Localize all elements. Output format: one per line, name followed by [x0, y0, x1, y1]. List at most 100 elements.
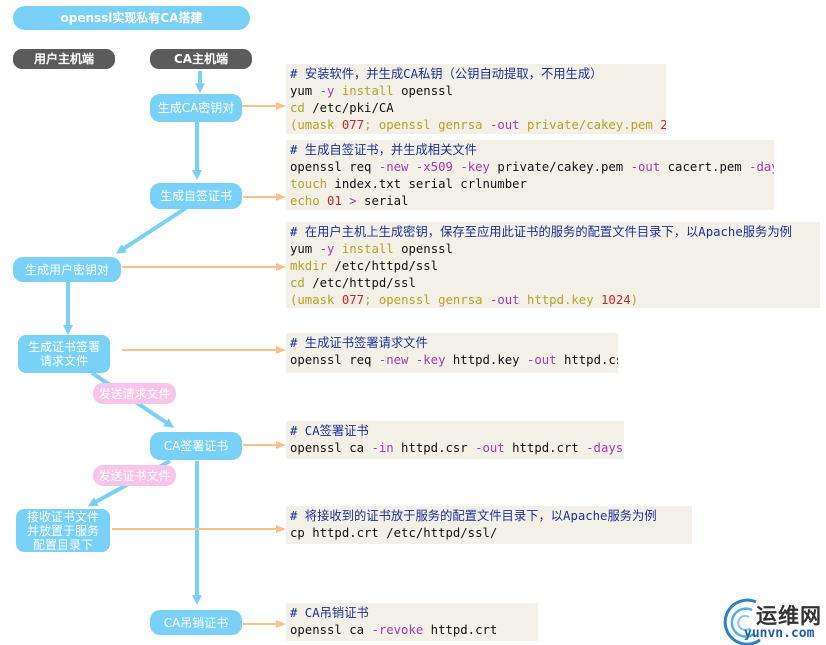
code-token: httpd.crt: [504, 441, 587, 455]
code-token: yum: [290, 84, 320, 98]
code-token: [371, 118, 378, 132]
node-ca-revoke: CA吊销证书: [150, 610, 242, 635]
code-token: cd: [290, 101, 305, 115]
code-token: [520, 293, 527, 307]
code-comment: # CA签署证书: [290, 424, 369, 438]
code-token: [334, 118, 341, 132]
code-token: private/cakey.pem: [526, 118, 653, 132]
code-token: -out: [489, 118, 520, 132]
code-token: -y: [319, 242, 335, 256]
code-token: umask: [297, 118, 335, 132]
code-token: -new: [378, 353, 409, 367]
code-token: install: [341, 242, 394, 256]
node-self-signed-cert: 生成自签证书: [150, 183, 242, 209]
code-token: (: [290, 293, 298, 307]
code-token: 1024: [601, 293, 631, 307]
page-title: openssl实现私有CA搭建: [13, 6, 250, 30]
code-comment: # CA吊销证书: [290, 606, 369, 620]
code-line: # 将接收到的证书放于服务的配置文件目录下，以Apache服务为例: [290, 508, 692, 525]
code-comment: # 将接收到的证书放于服务的配置文件目录下，以Apache服务为例: [290, 509, 657, 523]
code-token: -y: [319, 84, 335, 98]
code-token: index.txt serial crlnumber: [327, 177, 527, 191]
code-token: httpd.key: [445, 353, 527, 367]
code-line: echo 01 > serial: [290, 193, 774, 210]
code-line: yum -y install openssl: [290, 241, 820, 258]
code-token: cd: [290, 276, 305, 290]
code-token: [371, 293, 378, 307]
code-comment: # 在用户主机上生成密钥，保存至应用此证书的服务的配置文件目录下，以Apache…: [290, 225, 792, 239]
user-host-header: 用户主机端: [13, 49, 115, 69]
edge-label-send-request: 发送请求文件: [93, 383, 176, 404]
code-token: [483, 118, 490, 132]
arrow-self-signed-to-user-keypair: [115, 206, 188, 254]
code-token: install: [341, 84, 394, 98]
code-token: 2048: [660, 118, 666, 132]
code-token: /etc/pki/CA: [304, 101, 394, 115]
code-block-revoke: # CA吊销证书 openssl ca -revoke httpd.crt: [286, 603, 538, 641]
code-token: openssl genrsa: [378, 118, 483, 132]
code-line: # 生成自签证书，并生成相关文件: [290, 142, 774, 159]
code-block-install-ca-key: # 安装软件，并生成CA私钥（公钥自动提取，不用生成）yum -y instal…: [286, 64, 666, 134]
watermark-name: 运维网: [756, 604, 822, 628]
code-token: private/cakey.pem: [489, 160, 631, 174]
code-token: -key: [415, 353, 446, 367]
code-token: openssl req: [290, 353, 379, 367]
code-token: -key: [460, 160, 490, 174]
code-line: openssl req -new -x509 -key private/cake…: [290, 159, 774, 176]
node-user-keypair: 生成用户密钥对: [13, 257, 121, 282]
code-token: -out: [475, 441, 505, 455]
code-token: /etc/httpd/ssl: [327, 259, 439, 273]
code-token: [320, 194, 327, 208]
code-line: openssl ca -in httpd.csr -out httpd.crt …: [290, 440, 624, 457]
code-token: /etc/httpd/ssl: [304, 276, 416, 290]
code-token: -x509: [415, 160, 453, 174]
code-token: openssl req: [290, 160, 379, 174]
code-token: 01: [327, 194, 342, 208]
code-token: (: [290, 118, 298, 132]
code-line: (umask 077; openssl genrsa -out private/…: [290, 117, 666, 134]
code-line: # 生成证书签署请求文件: [290, 335, 618, 352]
code-token: cp httpd.crt /etc/httpd/ssl/: [290, 526, 498, 540]
node-ca-keypair: 生成CA密钥对: [150, 94, 242, 122]
code-token: openssl ca: [290, 441, 372, 455]
code-line: cp httpd.crt /etc/httpd/ssl/: [290, 525, 692, 542]
code-line: openssl ca -revoke httpd.crt: [290, 622, 538, 639]
code-line: mkdir /etc/httpd/ssl: [290, 258, 820, 275]
code-token: -out: [489, 293, 520, 307]
code-token: >: [349, 194, 357, 208]
code-token: [334, 293, 341, 307]
code-token: [520, 118, 527, 132]
code-token: yum: [290, 242, 320, 256]
node-csr: 生成证书签署 请求文件: [18, 335, 110, 373]
code-token: [594, 293, 601, 307]
code-token: -new: [378, 160, 409, 174]
code-token: ;: [364, 293, 372, 307]
code-block-install-cert: # 将接收到的证书放于服务的配置文件目录下，以Apache服务为例 cp http…: [286, 506, 692, 544]
code-token: openssl: [393, 242, 453, 256]
code-token: [483, 293, 490, 307]
ca-host-header: CA主机端: [150, 49, 252, 69]
code-line: touch index.txt serial crlnumber: [290, 176, 774, 193]
code-token: httpd.key: [526, 293, 594, 307]
code-comment: # 生成自签证书，并生成相关文件: [290, 143, 477, 157]
code-token: [623, 441, 624, 455]
code-line: # 安装软件，并生成CA私钥（公钥自动提取，不用生成）: [290, 66, 666, 83]
code-token: umask: [297, 293, 335, 307]
code-token: -days: [586, 441, 624, 455]
code-token: -out: [630, 160, 661, 174]
code-token: -revoke: [371, 623, 424, 637]
code-token: -out: [526, 353, 557, 367]
code-token: httpd.crt: [423, 623, 498, 637]
code-line: cd /etc/pki/CA: [290, 100, 666, 117]
code-token: 077: [341, 118, 365, 132]
code-token: [334, 84, 341, 98]
code-token: [408, 160, 415, 174]
code-token: 077: [341, 293, 365, 307]
watermark-url: yunvn.com: [744, 626, 815, 641]
code-token: serial: [356, 194, 409, 208]
code-token: -in: [371, 441, 394, 455]
code-block-ca-sign: # CA签署证书 openssl ca -in httpd.csr -out ht…: [286, 421, 624, 459]
code-token: touch: [290, 177, 328, 191]
code-token: httpd.csr: [563, 353, 618, 367]
